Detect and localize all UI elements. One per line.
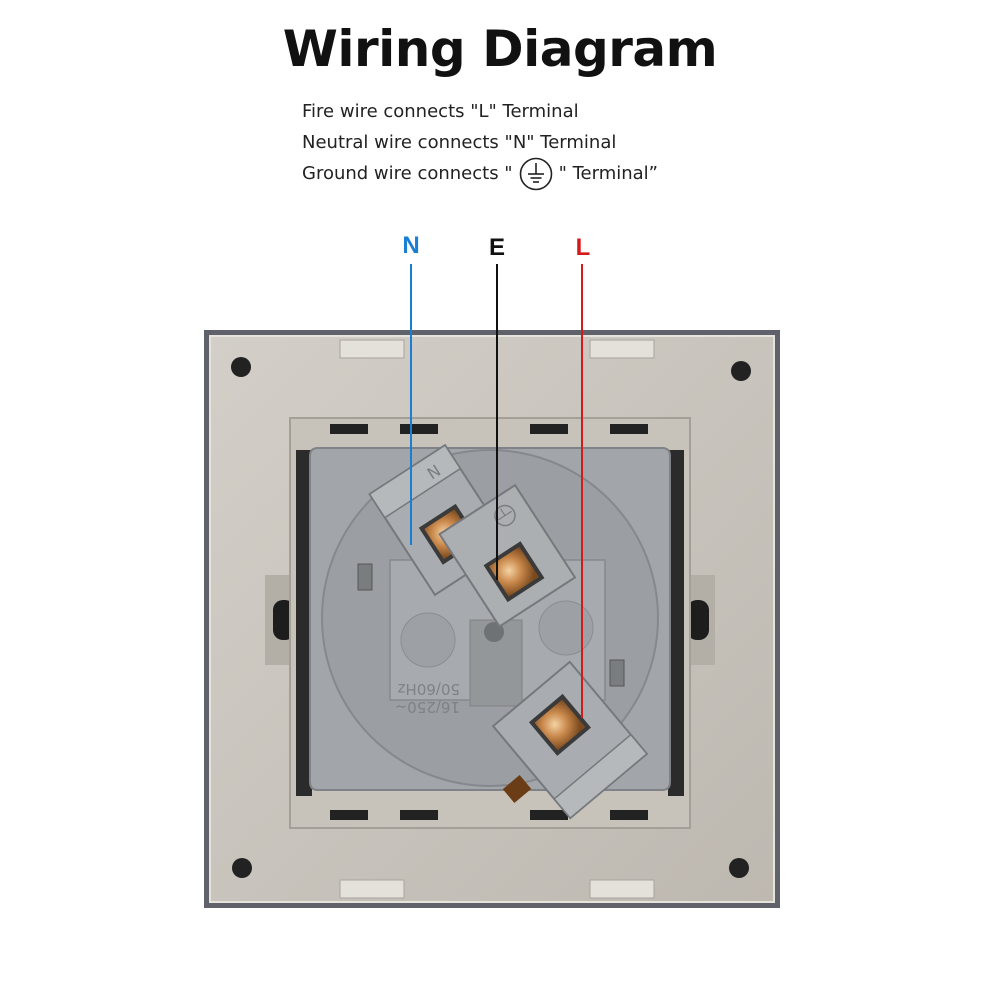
ground-symbol-icon (519, 157, 552, 190)
instruction-neutral-wire: Neutral wire connects "N" Terminal (302, 132, 617, 153)
instruction-ground-text-start: Ground wire connects " (302, 163, 513, 184)
module-slots (330, 424, 648, 820)
plate-screw-holes (231, 357, 751, 878)
instruction-ground-wire: Ground wire connects " " Terminal” (302, 157, 658, 190)
screw-hole-top-left (231, 357, 251, 377)
terminal-label-e: E (488, 234, 505, 261)
rating-text-b: 50/60Hz (397, 680, 460, 698)
terminal-label-n: N (402, 232, 420, 259)
terminal-block-e (438, 483, 577, 628)
screw-hole-top-right (731, 361, 751, 381)
rating-text-a: 16/250~ (395, 698, 460, 716)
instruction-fire-wire: Fire wire connects "L" Terminal (302, 101, 579, 122)
terminal-e-screw (489, 546, 539, 597)
terminal-l-screw (534, 699, 586, 751)
wiring-instructions: Fire wire connects "L" Terminal Neutral … (302, 96, 658, 190)
screw-hole-bottom-right (729, 858, 749, 878)
screw-hole-bottom-left (232, 858, 252, 878)
page-title: Wiring Diagram (282, 20, 718, 78)
terminal-label-l: L (575, 234, 591, 261)
instruction-ground-text-end: " Terminal” (558, 163, 658, 184)
terminal-block-l (491, 660, 649, 820)
plate-clip-tabs (339, 339, 655, 899)
